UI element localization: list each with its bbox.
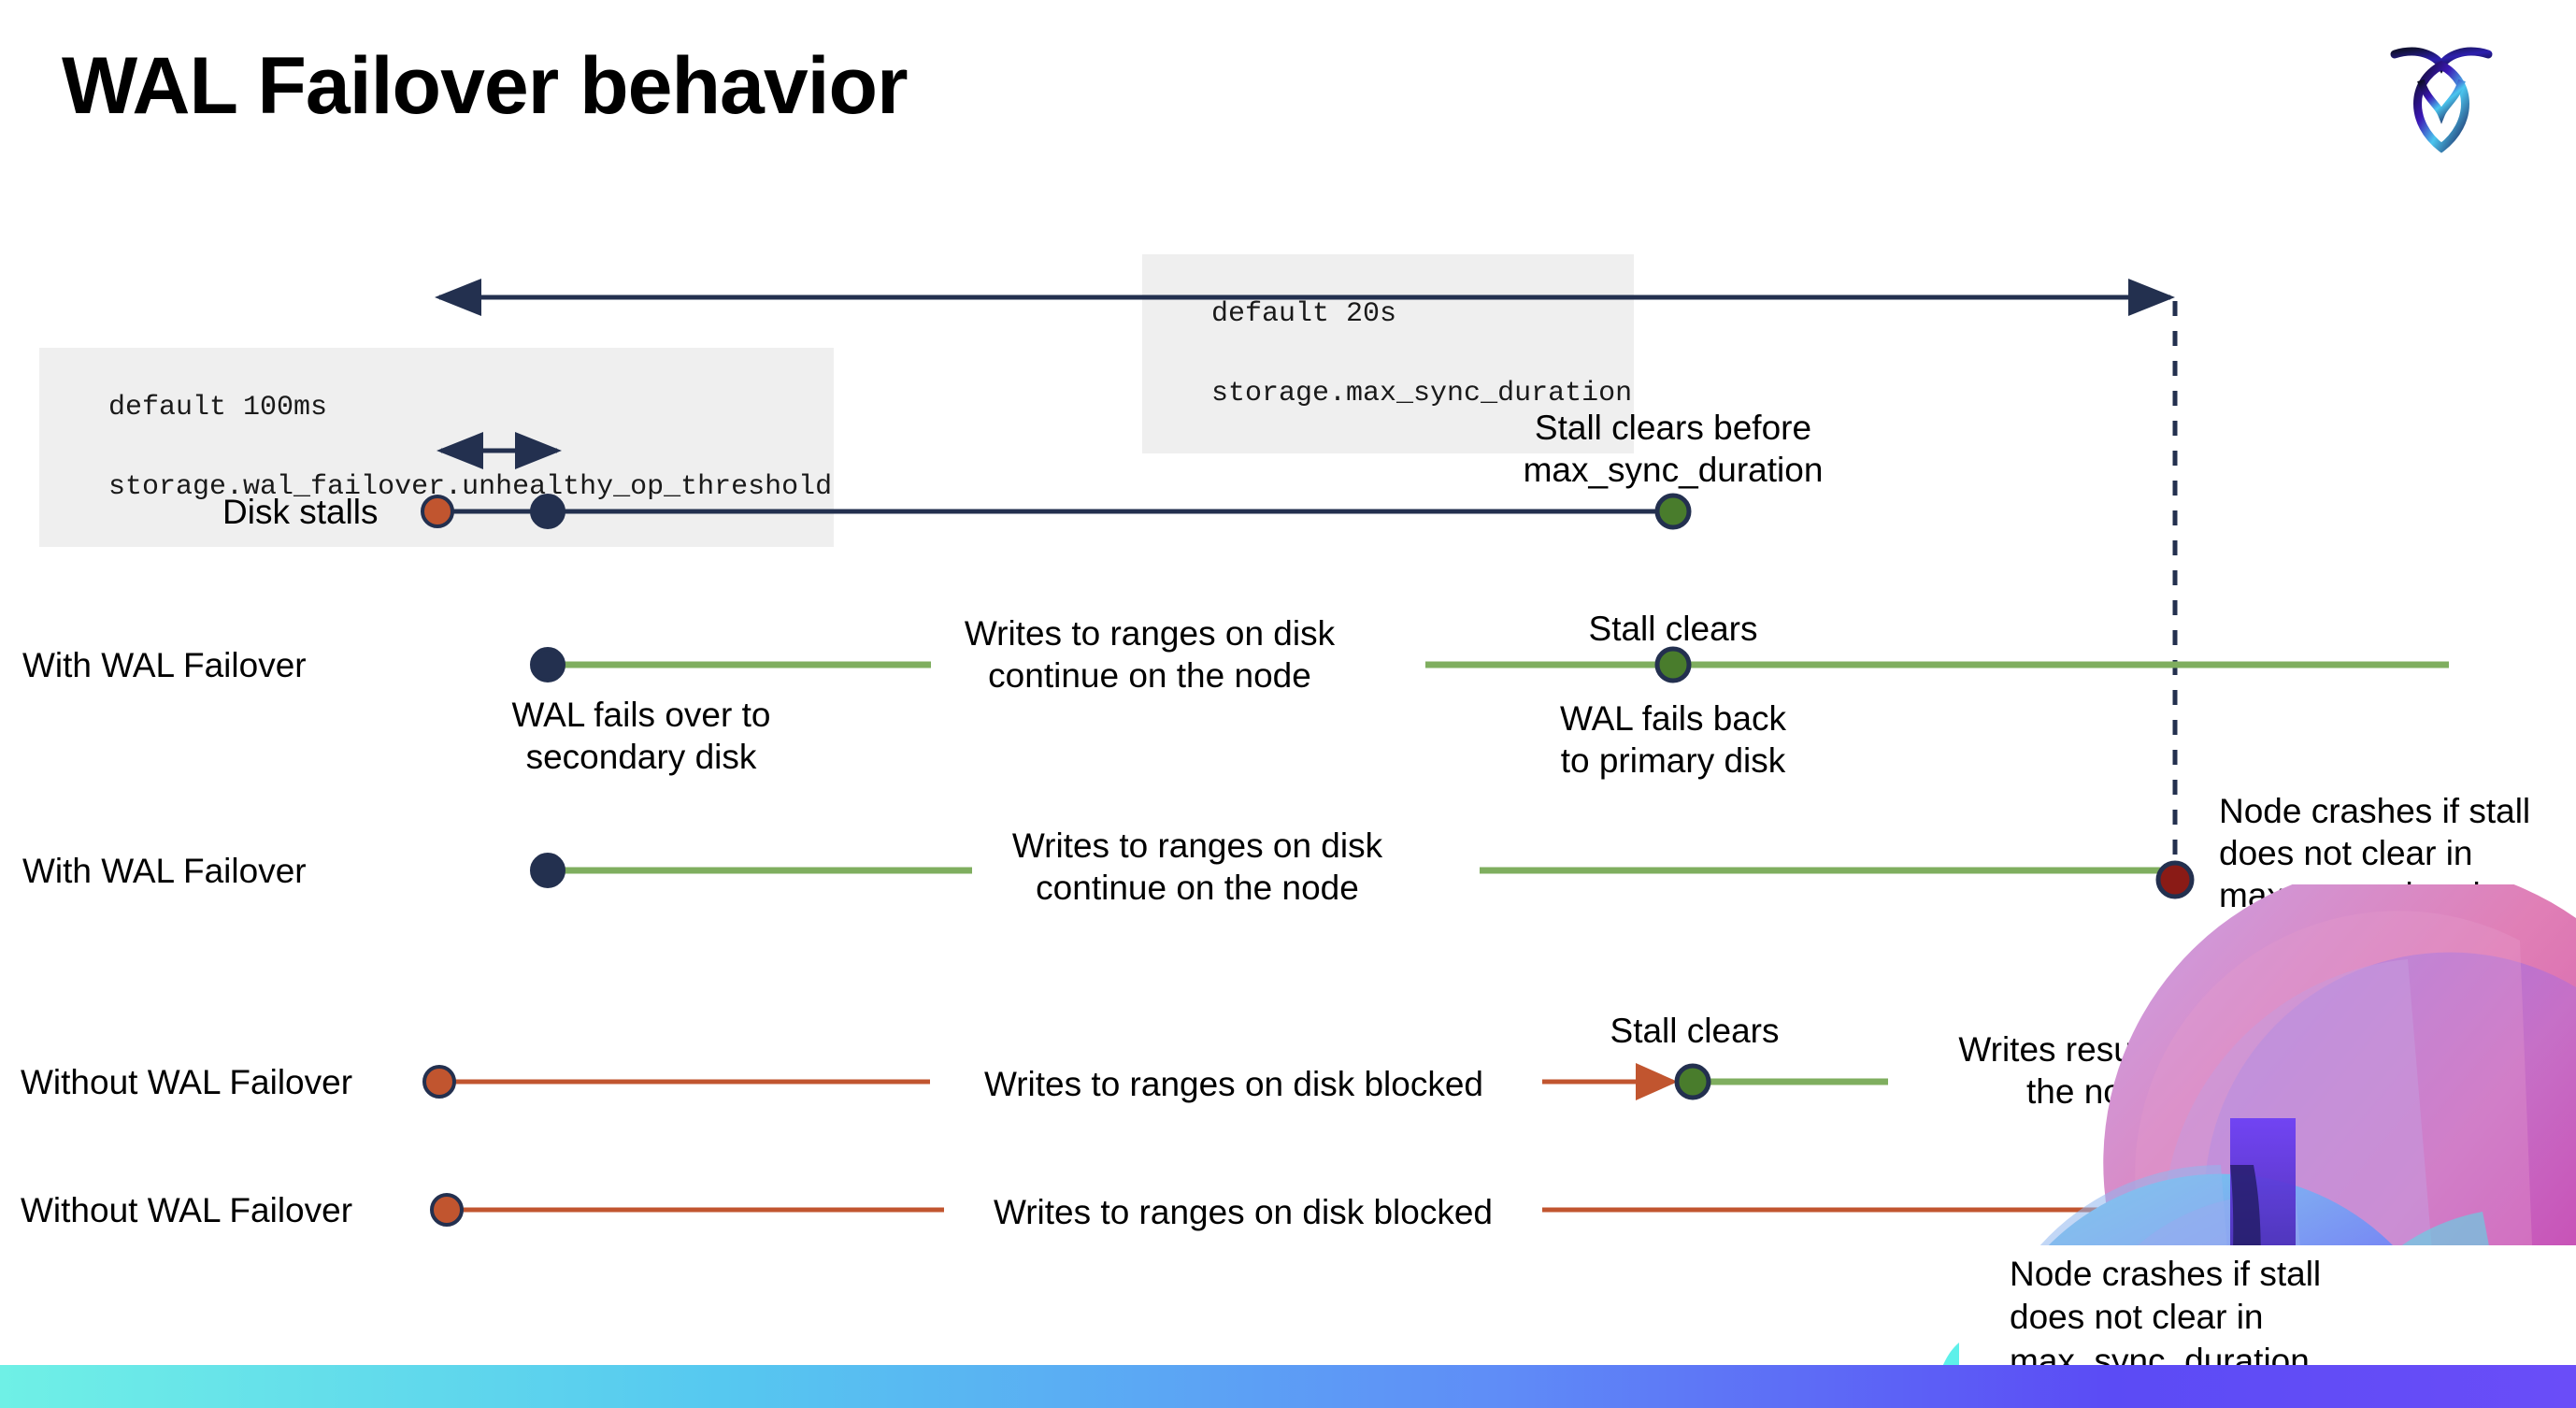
stall-start-marker: [430, 1193, 464, 1227]
row-with-wal-failover-clears-track: [530, 646, 2449, 683]
code-setting-name: storage.wal_failover.unhealthy_op_thresh…: [107, 467, 835, 508]
row-label-disk-stalls: Disk stalls: [222, 493, 379, 531]
code-label-unhealthy-op-threshold: default 100ms storage.wal_failover.unhea…: [39, 348, 835, 547]
failover-marker: [530, 647, 565, 682]
page-title: WAL Failover behavior: [62, 41, 909, 131]
annotation-stall-clears-before-max-sync: Stall clears before max_sync_duration: [1523, 409, 1824, 490]
stall-cleared-marker: [1674, 1063, 1711, 1100]
row-label-without-wal-failover-crash: Without WAL Failover: [21, 1191, 353, 1229]
stall-start-marker: [422, 1065, 456, 1099]
stall-cleared-marker: [1654, 493, 1692, 530]
annotation-writes-continue-row3: Writes to ranges on disk continue on the…: [1011, 826, 1383, 908]
annotation-writes-blocked-row4: Writes to ranges on disk blocked: [983, 1065, 1484, 1103]
annotation-wal-fails-back: WAL fails back to primary disk: [1560, 699, 1786, 781]
row-label-with-wal-failover-crash: With WAL Failover: [22, 852, 307, 890]
cockroachdb-logo-icon: [2382, 28, 2501, 159]
failover-marker: [530, 853, 565, 888]
code-setting-name: storage.max_sync_duration: [1209, 373, 1635, 414]
annotation-wal-fails-over: WAL fails over to secondary disk: [511, 696, 771, 777]
annotation-node-crashes-row5: Node crashes if stall does not clear in …: [2010, 1255, 2322, 1380]
code-default-value: default 20s: [1209, 294, 1399, 335]
annotation-stall-clears-row4: Stall clears: [1610, 1012, 1780, 1050]
annotation-writes-continue-row2: Writes to ranges on disk continue on the…: [964, 614, 1336, 696]
annotation-writes-blocked-row5: Writes to ranges on disk blocked: [993, 1193, 1494, 1231]
stall-cleared-marker: [1654, 646, 1692, 683]
annotation-stall-clears-row2: Stall clears: [1588, 610, 1758, 648]
code-default-value: default 100ms: [107, 387, 330, 428]
row-label-without-wal-failover-clears: Without WAL Failover: [21, 1063, 353, 1101]
row-label-with-wal-failover-clears: With WAL Failover: [22, 646, 307, 684]
bottom-gradient-bar: [0, 1365, 2576, 1408]
